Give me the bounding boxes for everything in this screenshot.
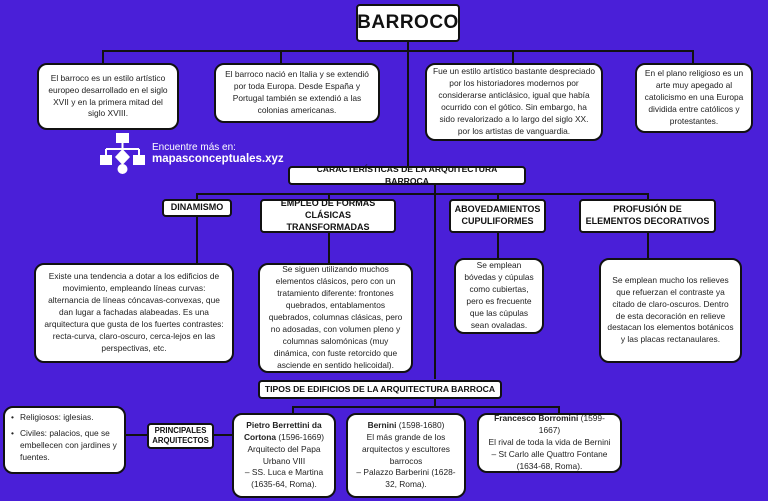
architect-cortona: Pietro Berrettini da Cortona (1596-1669)… [232, 413, 336, 498]
characteristics-header: CARACTERÍSTICAS DE LA ARQUITECTURA BARRO… [288, 164, 526, 186]
label-profusion: PROFUSIÓN DE ELEMENTOS DECORATIVOS [579, 199, 716, 233]
connector [292, 406, 560, 408]
architect-borromini: Francesco Borromini (1599-1667) El rival… [477, 413, 622, 473]
types-header: TIPOS DE EDIFICIOS DE LA ARQUITECTURA BA… [258, 380, 502, 399]
connector [292, 406, 294, 414]
architect-name: Francesco Borromini [494, 413, 579, 424]
concept-map-icon [100, 133, 145, 174]
intro-box-3: Fue un estilo artístico bastante desprec… [425, 63, 603, 141]
text-profusion: Se emplean mucho los relieves que refuer… [599, 258, 742, 363]
label-abovedamientos: ABOVEDAMIENTOS CUPULIFORMES [449, 199, 546, 233]
connector [497, 193, 499, 200]
label-formas-clasicas: EMPLEO DE FORMAS CLÁSICAS TRANSFORMADAS [260, 198, 396, 233]
building-civil: Civiles: palacios, que se embellecen con… [11, 428, 118, 464]
architect-work: – SS. Luca e Martina (1635-64, Roma). [244, 467, 324, 490]
connector [280, 50, 282, 63]
logo-line-1: Encuentre más en: [152, 141, 236, 153]
connector [407, 42, 409, 167]
architect-dates: (1596-1669) [278, 431, 325, 442]
building-religious: Religiosos: iglesias. [11, 412, 118, 424]
architect-bernini: Bernini (1598-1680) El más grande de los… [346, 413, 466, 498]
intro-box-4: En el plano religioso es un arte muy ape… [635, 63, 753, 133]
text-formas-clasicas: Se siguen utilizando muchos elementos cl… [258, 263, 413, 373]
connector [196, 193, 649, 195]
text-dinamismo: Existe una tendencia a dotar a los edifi… [34, 263, 234, 363]
connector [196, 193, 198, 200]
intro-box-1: El barroco es un estilo artístico europe… [37, 63, 179, 130]
connector [102, 50, 694, 52]
connector [434, 398, 436, 408]
architect-dates: (1599-1667) [538, 413, 605, 436]
connector [434, 184, 436, 379]
architect-name: Bernini [367, 419, 397, 430]
architects-label: PRINCIPALES ARQUITECTOS [147, 423, 214, 449]
connector [647, 193, 649, 200]
main-title: BARROCO [356, 4, 460, 42]
architect-work: – Palazzo Barberini (1628-32, Roma). [356, 467, 456, 490]
architect-desc: El rival de toda la vida de Bernini [488, 437, 611, 448]
connector [196, 216, 198, 264]
architect-desc: El más grande de los arquitectos y escul… [362, 431, 450, 466]
logo-line-2: mapasconceptuales.xyz [152, 152, 284, 165]
label-dinamismo: DINAMISMO [162, 199, 232, 217]
intro-box-2: El barroco nació en Italia y se extendió… [214, 63, 380, 123]
connector [328, 232, 330, 264]
connector [497, 232, 499, 259]
architect-dates: (1598-1680) [398, 419, 445, 430]
architect-desc: Arquitecto del Papa Urbano VIII [247, 443, 321, 466]
connector [647, 232, 649, 259]
connector [214, 434, 232, 436]
connector [126, 434, 148, 436]
architect-work: – St Carlo alle Quattro Fontane (1634-68… [491, 448, 608, 471]
connector [512, 50, 514, 63]
connector [558, 406, 560, 414]
site-logo: Encuentre más en: mapasconceptuales.xyz [100, 131, 284, 175]
connector [102, 50, 104, 63]
connector [328, 193, 330, 200]
architect-name: Pietro Berrettini da Cortona [243, 419, 322, 442]
text-abovedamientos: Se emplean bóvedas y cúpulas como cubier… [454, 258, 544, 334]
connector [692, 50, 694, 63]
buildings-box: Religiosos: iglesias. Civiles: palacios,… [3, 406, 126, 474]
